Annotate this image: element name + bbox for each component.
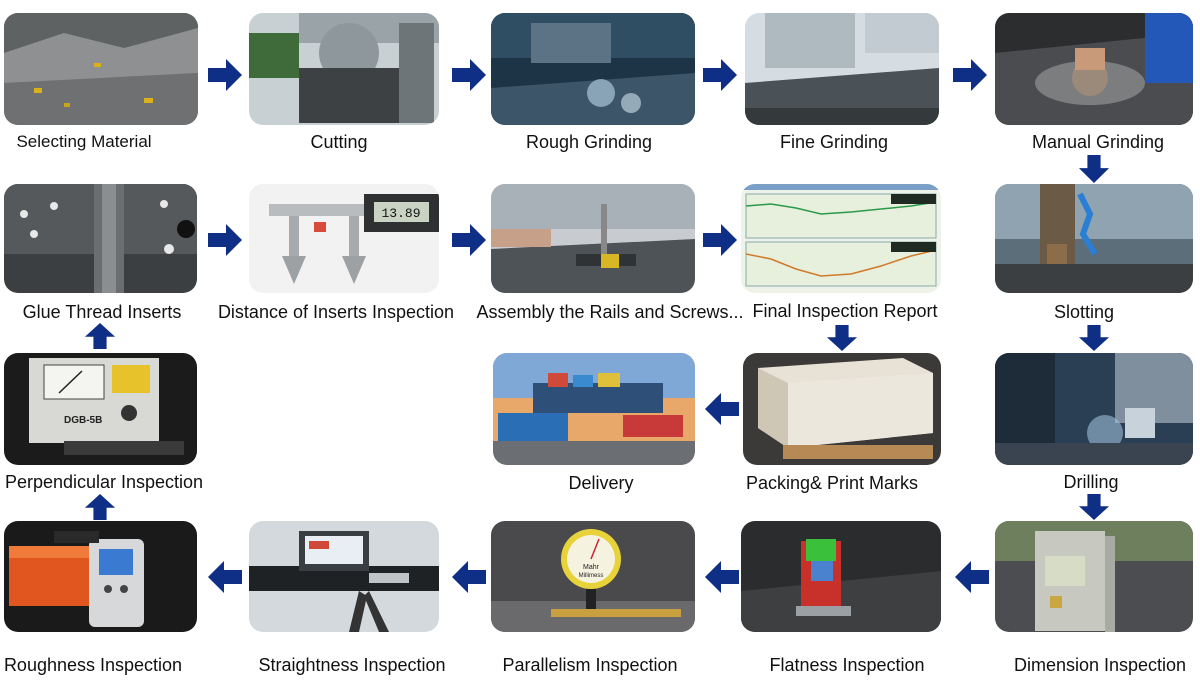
arrow-right-icon — [703, 58, 737, 92]
step-label: Glue Thread Inserts — [22, 302, 182, 322]
photo-rough-grinding — [491, 13, 695, 125]
arrow-up-icon — [84, 323, 116, 349]
photo-glue-thread-inserts — [4, 184, 197, 293]
step-label: Manual Grinding — [1031, 132, 1165, 152]
indicator-brand: Mahr — [583, 564, 600, 571]
tester-brand: DGB-5B — [64, 415, 102, 426]
arrow-right-icon — [452, 223, 486, 257]
arrow-down-icon — [1078, 494, 1110, 520]
arrow-down-icon — [826, 325, 858, 351]
arrow-left-icon — [705, 560, 739, 594]
step-label: Packing& Print Marks — [745, 473, 919, 493]
step-label: Flatness Inspection — [769, 655, 925, 675]
arrow-right-icon — [208, 58, 242, 92]
step-label: Cutting — [310, 132, 368, 152]
step-label: Roughness Inspection — [3, 655, 183, 675]
step-label: Selecting Material — [16, 132, 152, 151]
photo-fine-grinding — [745, 13, 939, 125]
step-label: Delivery — [568, 473, 634, 493]
arrow-left-icon — [452, 560, 486, 594]
arrow-right-icon — [703, 223, 737, 257]
arrow-left-icon — [208, 560, 242, 594]
step-label: Distance of Inserts Inspection — [217, 302, 455, 322]
photo-perpendicular-inspection: DGB-5B — [4, 353, 197, 465]
step-label: Final Inspection Report — [752, 301, 938, 321]
arrow-down-icon — [1078, 155, 1110, 183]
step-label: Assembly the Rails and Screws... — [476, 302, 744, 322]
photo-cutting — [249, 13, 439, 125]
indicator-model: Millimess — [579, 573, 604, 579]
step-label: Fine Grinding — [779, 132, 889, 152]
arrow-right-icon — [953, 58, 987, 92]
caliper-reading: 13.89 — [381, 206, 420, 221]
photo-final-inspection-report — [741, 184, 941, 293]
step-label: Drilling — [1063, 472, 1119, 492]
photo-dimension-inspection — [995, 521, 1193, 632]
photo-drilling — [995, 353, 1193, 465]
arrow-left-icon — [955, 560, 989, 594]
step-label: Perpendicular Inspection — [4, 472, 204, 492]
arrow-up-icon — [84, 494, 116, 520]
photo-assembly-rails-screws — [491, 184, 695, 293]
arrow-left-icon — [705, 392, 739, 426]
photo-flatness-inspection — [741, 521, 941, 632]
photo-distance-of-inserts-inspection: 13.89 — [249, 184, 439, 293]
photo-selecting-material — [4, 13, 198, 125]
photo-roughness-inspection — [4, 521, 197, 632]
step-label: Straightness Inspection — [258, 655, 446, 675]
photo-delivery — [493, 353, 695, 465]
photo-parallelism-inspection: Mahr Millimess — [491, 521, 695, 632]
step-label: Slotting — [1053, 302, 1115, 322]
step-label: Rough Grinding — [525, 132, 653, 152]
arrow-right-icon — [452, 58, 486, 92]
photo-packing-print-marks — [743, 353, 941, 465]
step-label: Parallelism Inspection — [502, 655, 678, 675]
photo-straightness-inspection — [249, 521, 439, 632]
photo-slotting — [995, 184, 1193, 293]
arrow-down-icon — [1078, 325, 1110, 351]
step-label: Dimension Inspection — [1013, 655, 1187, 675]
arrow-right-icon — [208, 223, 242, 257]
photo-manual-grinding — [995, 13, 1193, 125]
